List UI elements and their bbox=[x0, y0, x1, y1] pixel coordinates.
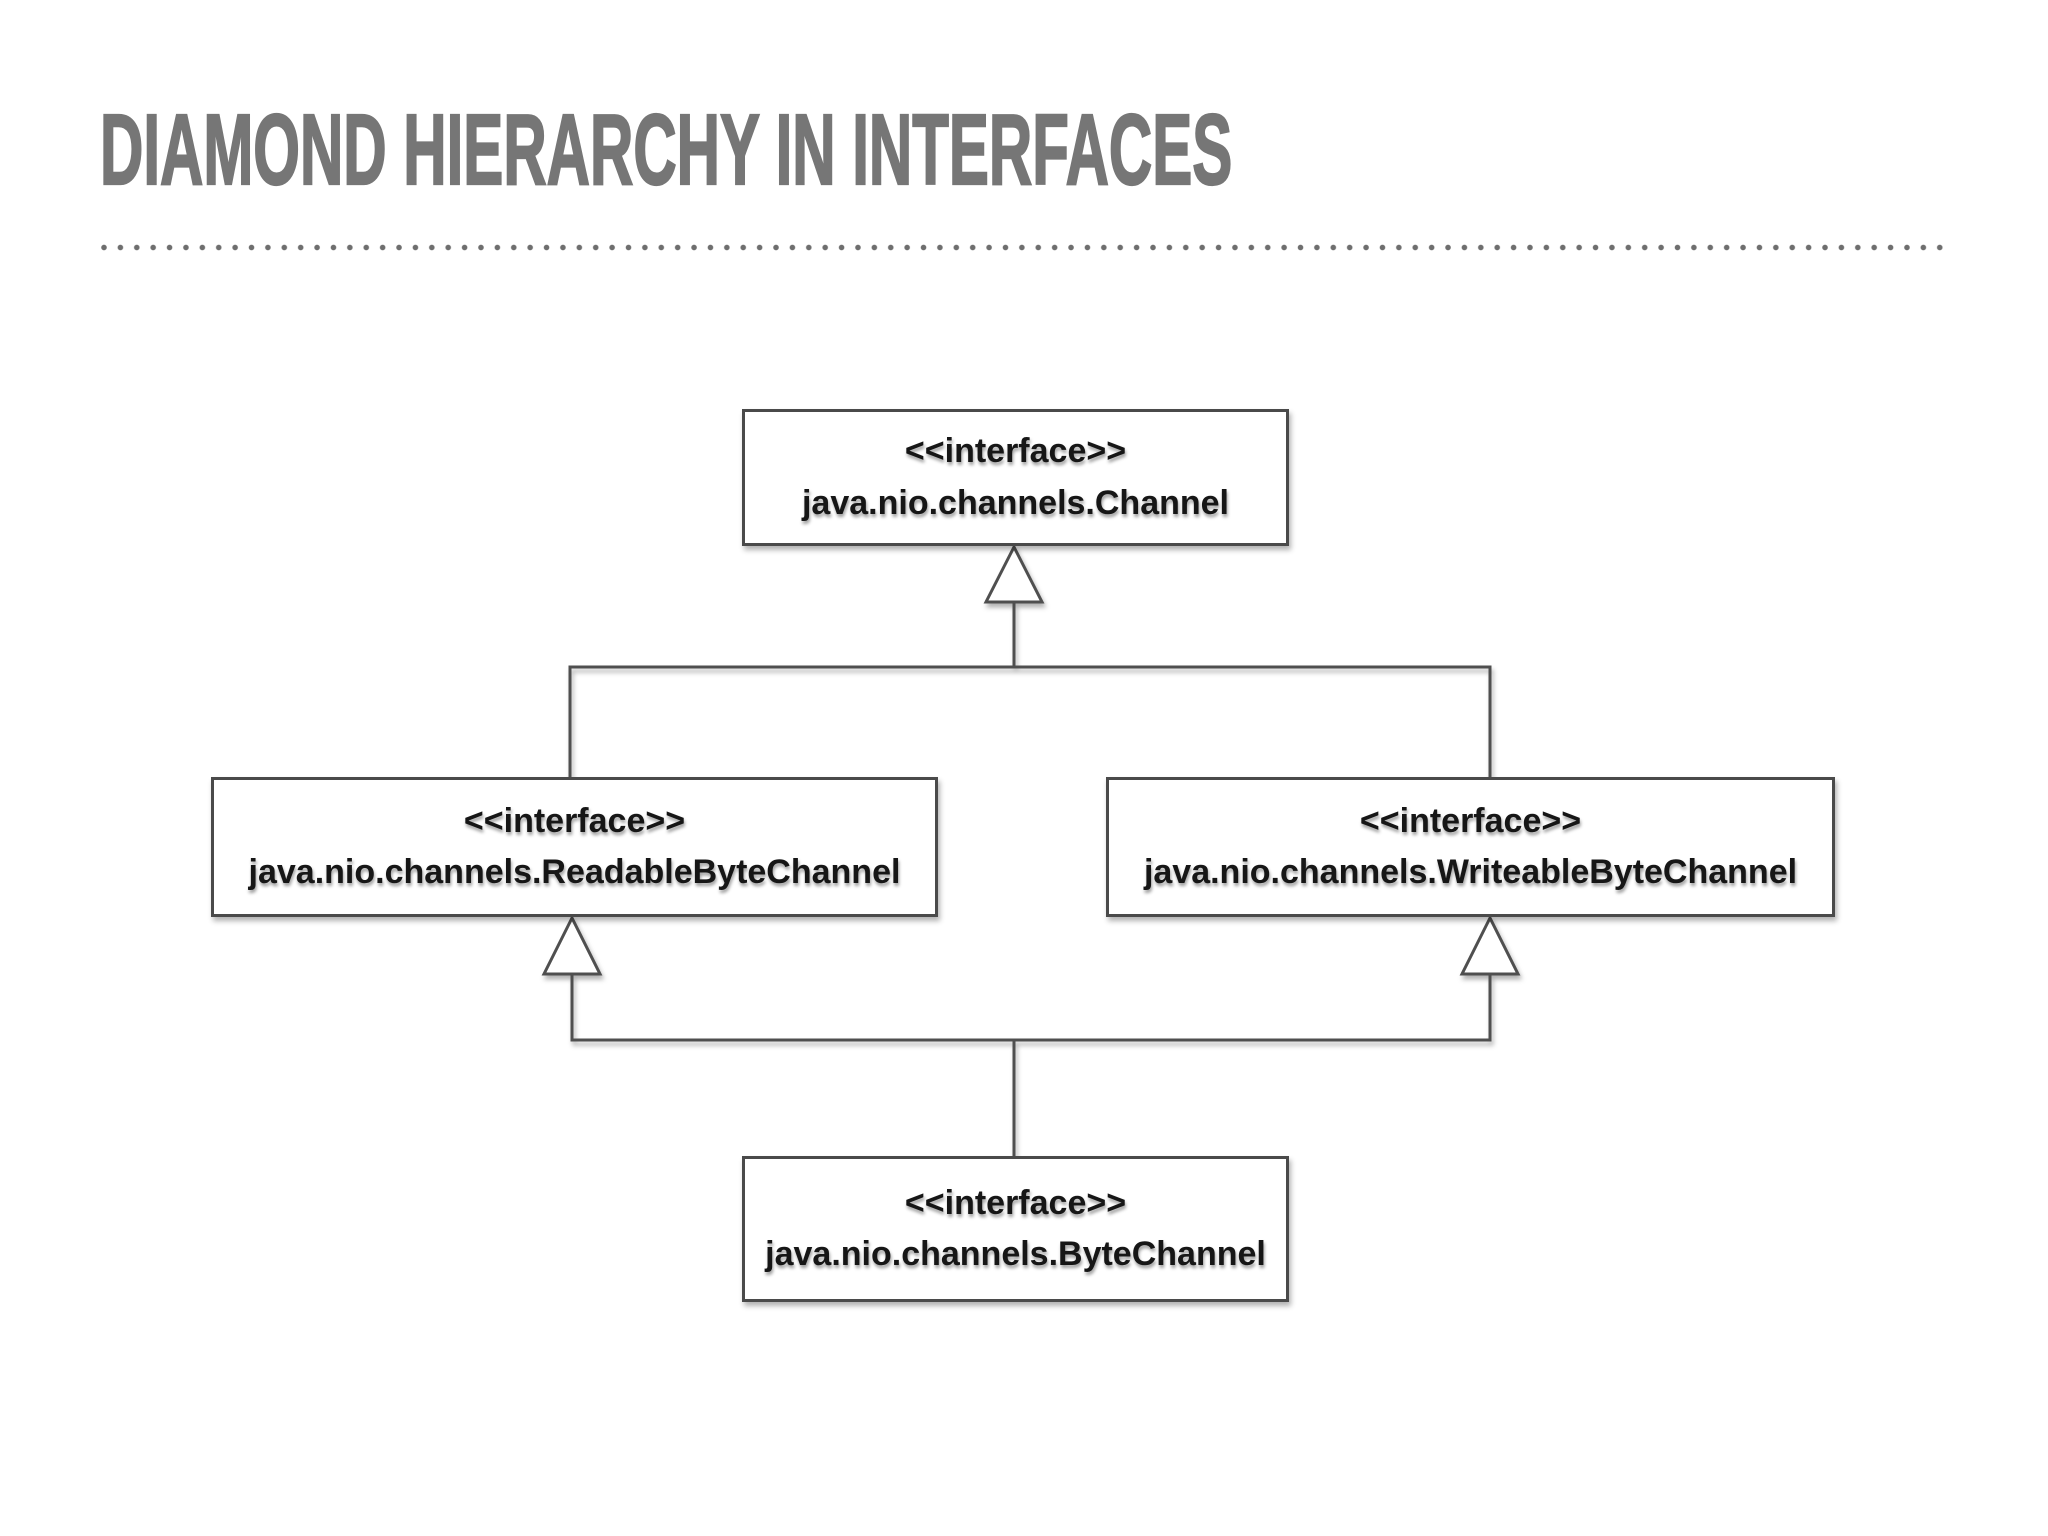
dotted-divider bbox=[100, 243, 1950, 252]
uml-box-writeable-byte-channel: <<interface>> java.nio.channels.Writeabl… bbox=[1106, 777, 1835, 917]
stereotype-label: <<interface>> bbox=[904, 1183, 1127, 1222]
interface-name: java.nio.channels.ByteChannel bbox=[765, 1235, 1266, 1273]
interface-name: java.nio.channels.ReadableByteChannel bbox=[248, 853, 901, 891]
stereotype-label: <<interface>> bbox=[463, 801, 686, 840]
connector-lower-fork bbox=[570, 974, 1492, 1042]
uml-box-byte-channel: <<interface>> java.nio.channels.ByteChan… bbox=[742, 1156, 1289, 1302]
stereotype-label: <<interface>> bbox=[1359, 801, 1582, 840]
uml-box-channel: <<interface>> java.nio.channels.Channel bbox=[742, 409, 1289, 546]
uml-box-readable-byte-channel: <<interface>> java.nio.channels.Readable… bbox=[211, 777, 938, 917]
interface-name: java.nio.channels.WriteableByteChannel bbox=[1143, 853, 1798, 891]
stereotype-label: <<interface>> bbox=[904, 432, 1127, 471]
generalization-arrowhead-readable bbox=[541, 914, 603, 976]
generalization-arrowhead-writeable bbox=[1459, 914, 1521, 976]
generalization-arrowhead-channel bbox=[983, 543, 1045, 604]
interface-name: java.nio.channels.Channel bbox=[801, 483, 1229, 522]
connector-upper-fork bbox=[568, 665, 1492, 778]
slide-title: DIAMOND HIERARCHY IN INTERFACES bbox=[99, 94, 1233, 206]
